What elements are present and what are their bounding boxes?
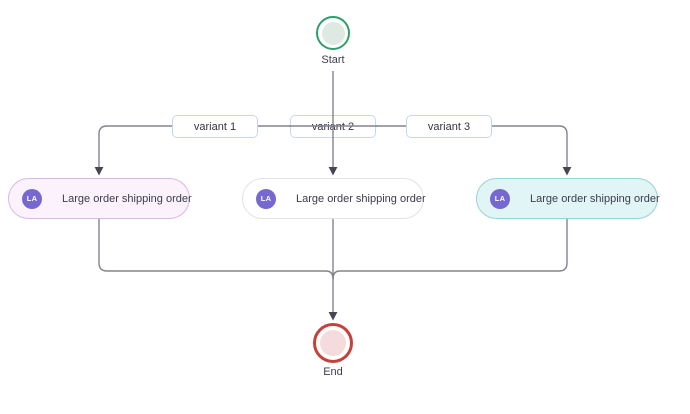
end-node-fill	[320, 330, 346, 356]
gateway-label-text: variant 3	[427, 120, 471, 133]
task-label: Large order shipping order	[62, 192, 192, 205]
task-label: Large order shipping order	[530, 192, 660, 205]
end-label: End	[323, 366, 343, 378]
task-label: Large order shipping order	[296, 192, 426, 205]
task-node-variant-3[interactable]: LA Large order shipping order	[476, 178, 660, 219]
end-node[interactable]	[313, 323, 353, 363]
gateway-label-variant-2[interactable]: variant 2	[290, 115, 376, 138]
gateway-label-text: variant 2	[311, 120, 355, 133]
start-node[interactable]	[316, 16, 350, 50]
task-node-variant-2[interactable]: LA Large order shipping order	[242, 178, 426, 219]
gateway-label-variant-1[interactable]: variant 1	[172, 115, 258, 138]
assignee-badge-icon: LA	[256, 188, 276, 209]
arrowhead-task1	[94, 167, 104, 176]
task-node-variant-1[interactable]: LA Large order shipping order	[8, 178, 192, 219]
gateway-label-variant-3[interactable]: variant 3	[406, 115, 492, 138]
gateway-label-text: variant 1	[193, 120, 237, 133]
merge-line-left	[98, 219, 334, 280]
merge-line-right	[332, 219, 568, 280]
assignee-badge-icon: LA	[22, 188, 42, 209]
arrowhead-end	[328, 312, 338, 321]
start-label: Start	[321, 54, 345, 66]
start-node-fill	[321, 21, 345, 45]
assignee-badge-icon: LA	[490, 188, 510, 209]
arrowhead-task3	[562, 167, 572, 176]
arrowhead-task2	[328, 167, 338, 176]
